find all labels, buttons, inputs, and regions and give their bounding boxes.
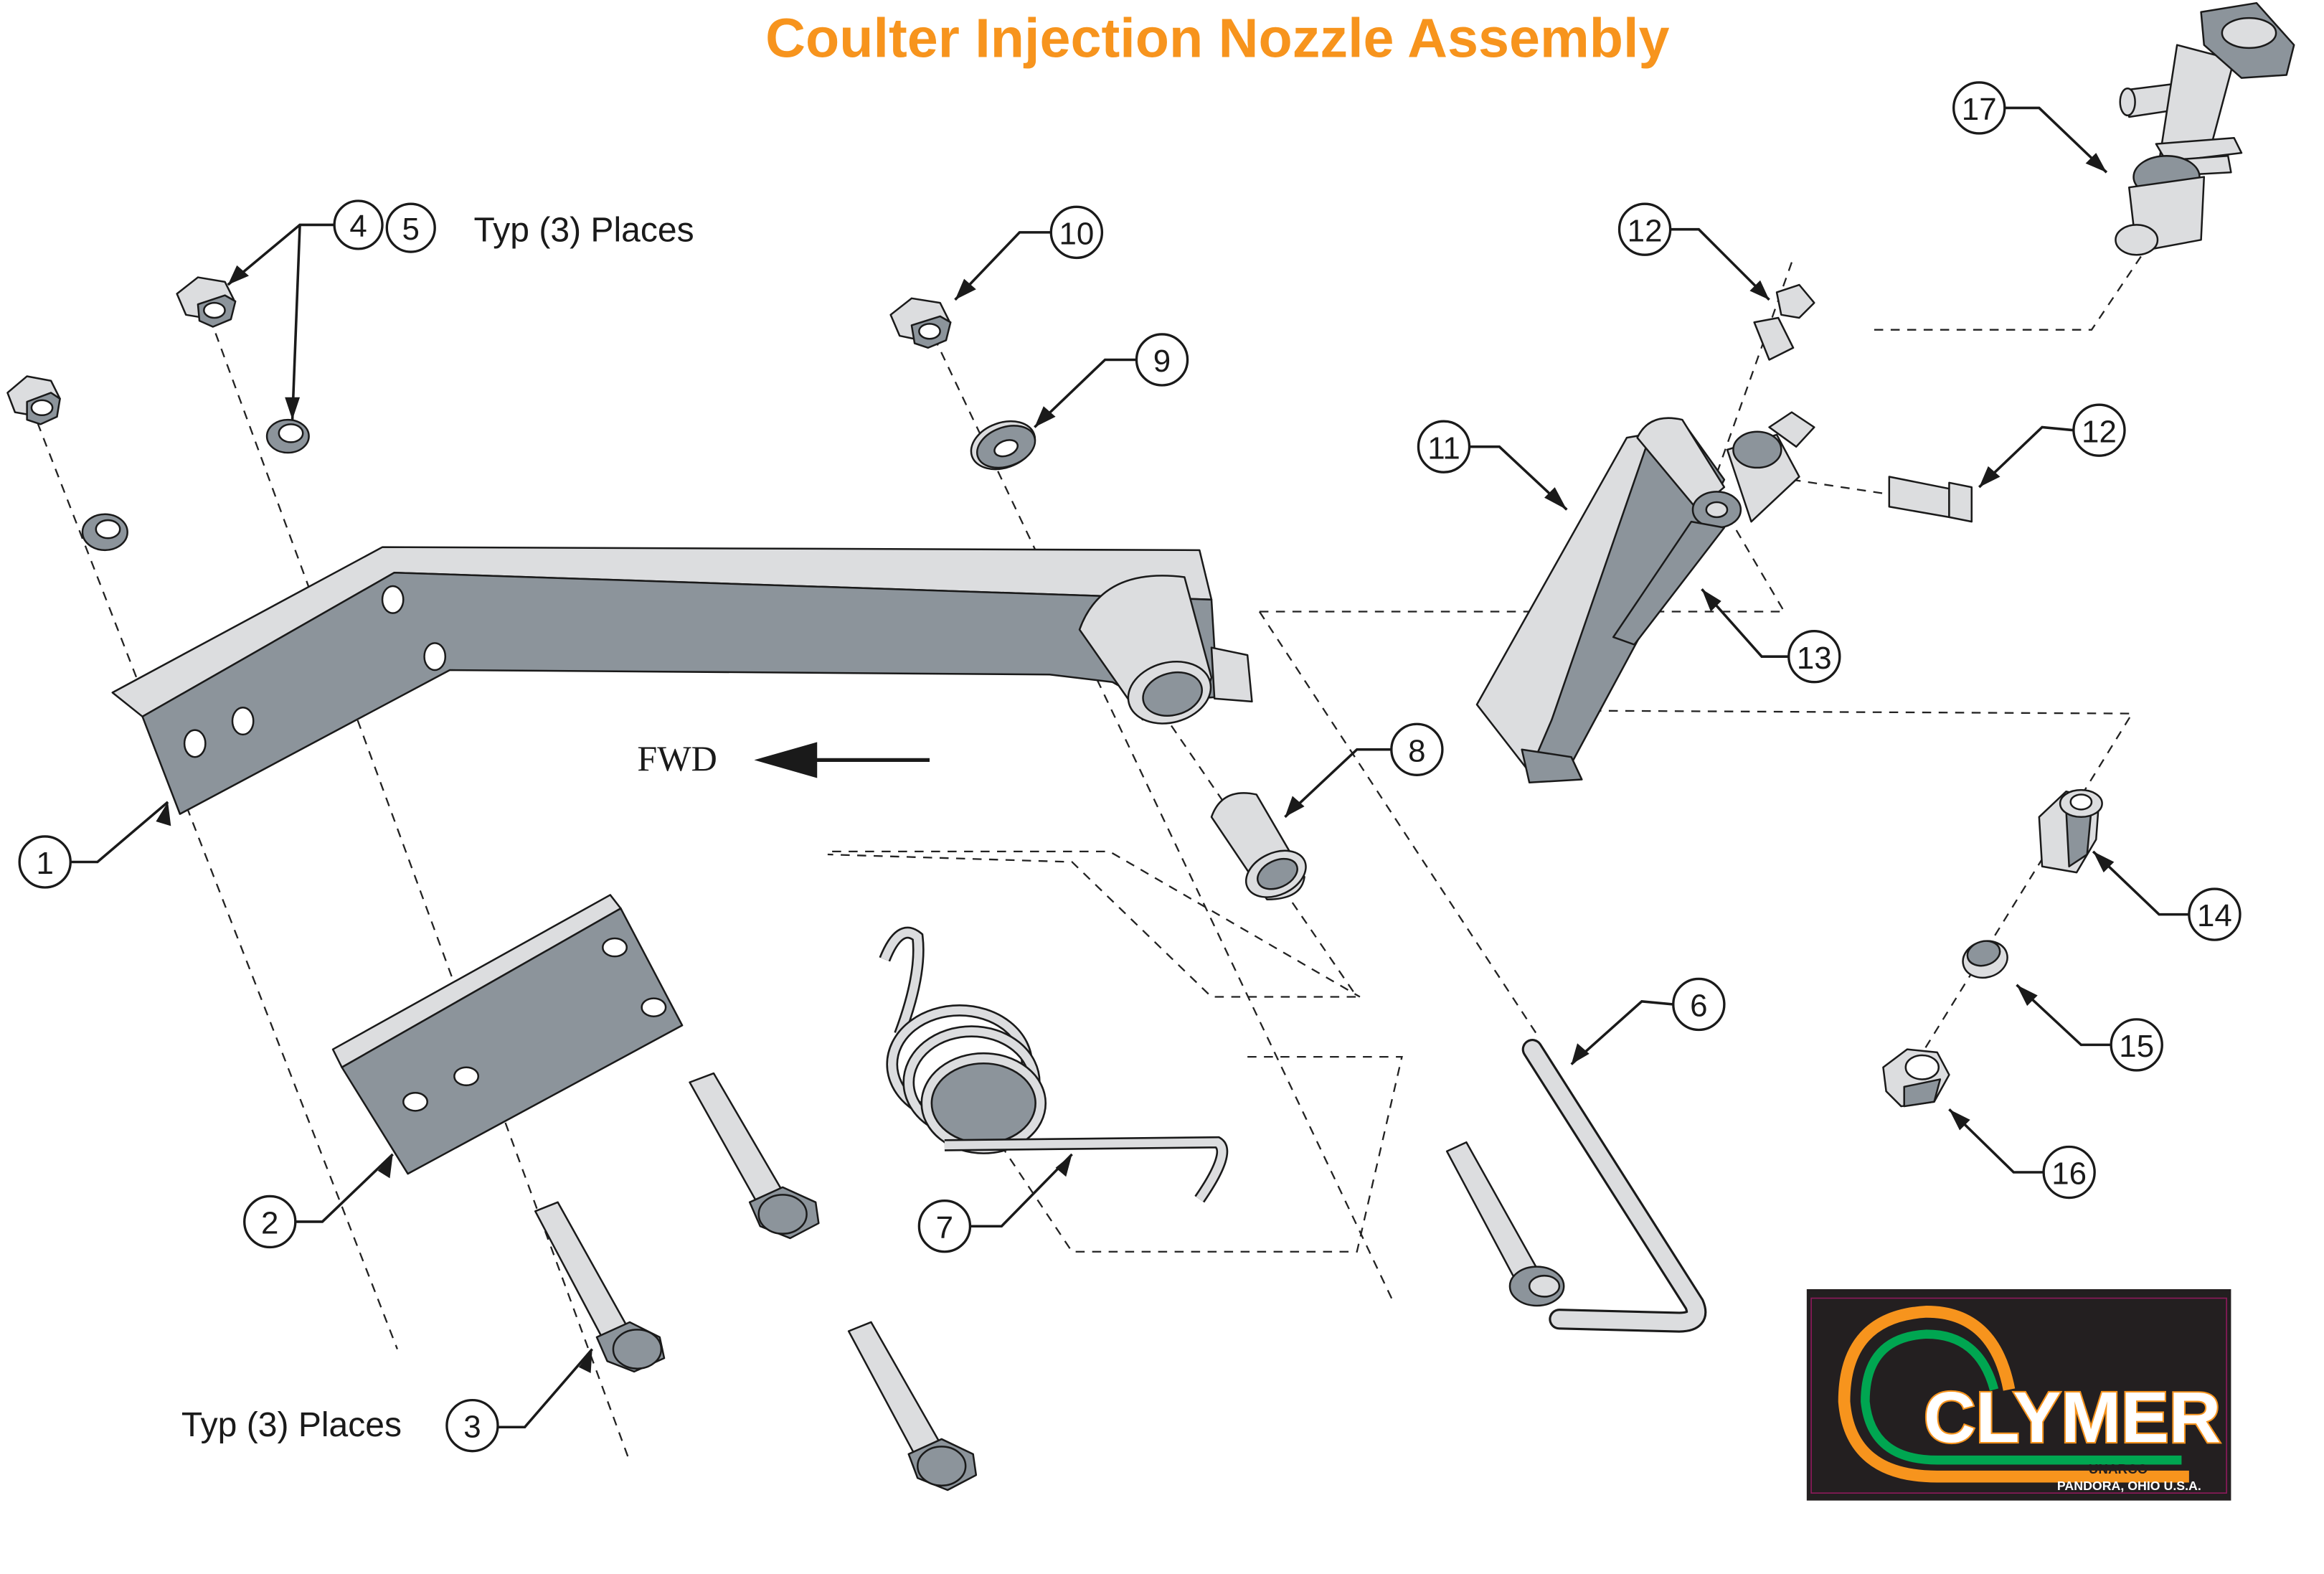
part-13-fitting [1612,411,1815,646]
callout-6: 6 [1672,977,1726,1032]
part-12-setscrew [1753,283,1815,361]
callout-14: 14 [2188,887,2242,941]
logo-location: PANDORA, OHIO U.S.A. [2057,1479,2201,1493]
part-6-pin [1445,1039,1707,1333]
callout-16: 16 [2042,1145,2096,1200]
logo-sub: UNARCO [2089,1461,2148,1476]
typ-places-note-top: Typ (3) Places [474,210,694,249]
svg-text:10: 10 [1059,216,1094,251]
part-8-bushing [1210,792,1307,900]
part-3-bolt [847,1321,978,1491]
part-5-lockwasher [265,418,310,454]
callout-8: 8 [1390,722,1444,776]
part-9-washer [970,420,1036,471]
callout-12-top: 12 [1617,202,1672,256]
svg-text:5: 5 [402,212,420,247]
callout-13: 13 [1787,630,1841,684]
part-3-bolt [689,1072,820,1240]
part-2-plate [331,894,684,1175]
part-5-lockwasher-left [81,513,128,552]
svg-text:2: 2 [261,1206,278,1241]
part-16-nut [1882,1048,1950,1108]
assembly-lines [37,251,2145,1462]
svg-text:12: 12 [1628,213,1663,248]
part-4-nut [176,276,237,328]
fwd-label: FWD [637,738,717,778]
callout-1: 1 [18,835,72,889]
svg-text:9: 9 [1153,344,1171,379]
callout-12-right: 12 [2072,403,2126,457]
callout-2: 2 [243,1194,297,1249]
part-7-spring [879,926,1229,1203]
typ-places-note-bottom: Typ (3) Places [181,1405,402,1444]
svg-text:4: 4 [349,209,367,244]
svg-text:12: 12 [2082,414,2117,449]
callout-17: 17 [1952,81,2006,135]
part-12-setscrew [1888,476,1973,523]
fwd-arrow-icon [754,742,930,778]
svg-text:3: 3 [463,1410,481,1445]
clymer-logo: CLYMER UNARCO PANDORA, OHIO U.S.A. [1806,1288,2231,1501]
svg-text:6: 6 [1690,989,1707,1024]
leader-arrowheads [156,153,2115,1374]
svg-text:16: 16 [2051,1156,2087,1192]
callout-3: 3 [445,1398,499,1453]
part-15-cap [1962,940,2008,979]
callout-9: 9 [1135,333,1189,387]
svg-text:14: 14 [2197,898,2232,933]
svg-text:17: 17 [1962,92,1997,127]
callout-5: 5 [385,202,436,253]
callout-4: 4 [333,199,384,250]
part-14-adapter [2038,788,2103,874]
part-11-bracket [1475,417,1726,783]
part-10-nut [889,297,952,349]
logo-brand: CLYMER [1924,1377,2221,1458]
callout-15: 15 [2110,1018,2163,1072]
svg-text:1: 1 [37,846,54,881]
callout-leaders [70,106,2189,1429]
svg-text:13: 13 [1797,641,1832,676]
svg-text:11: 11 [1427,430,1460,466]
callout-7: 7 [917,1200,972,1253]
callout-11: 11 [1417,420,1471,473]
part-3-bolt [534,1201,666,1373]
svg-text:15: 15 [2119,1029,2154,1064]
svg-text:8: 8 [1408,733,1425,768]
callout-10: 10 [1049,205,1104,260]
part-17-nozzle [2115,1,2295,256]
svg-text:7: 7 [936,1210,953,1245]
diagram-title: Coulter Injection Nozzle Assembly [765,7,1669,69]
part-1-arm [111,546,1253,815]
part-4-nut-left [6,375,61,425]
